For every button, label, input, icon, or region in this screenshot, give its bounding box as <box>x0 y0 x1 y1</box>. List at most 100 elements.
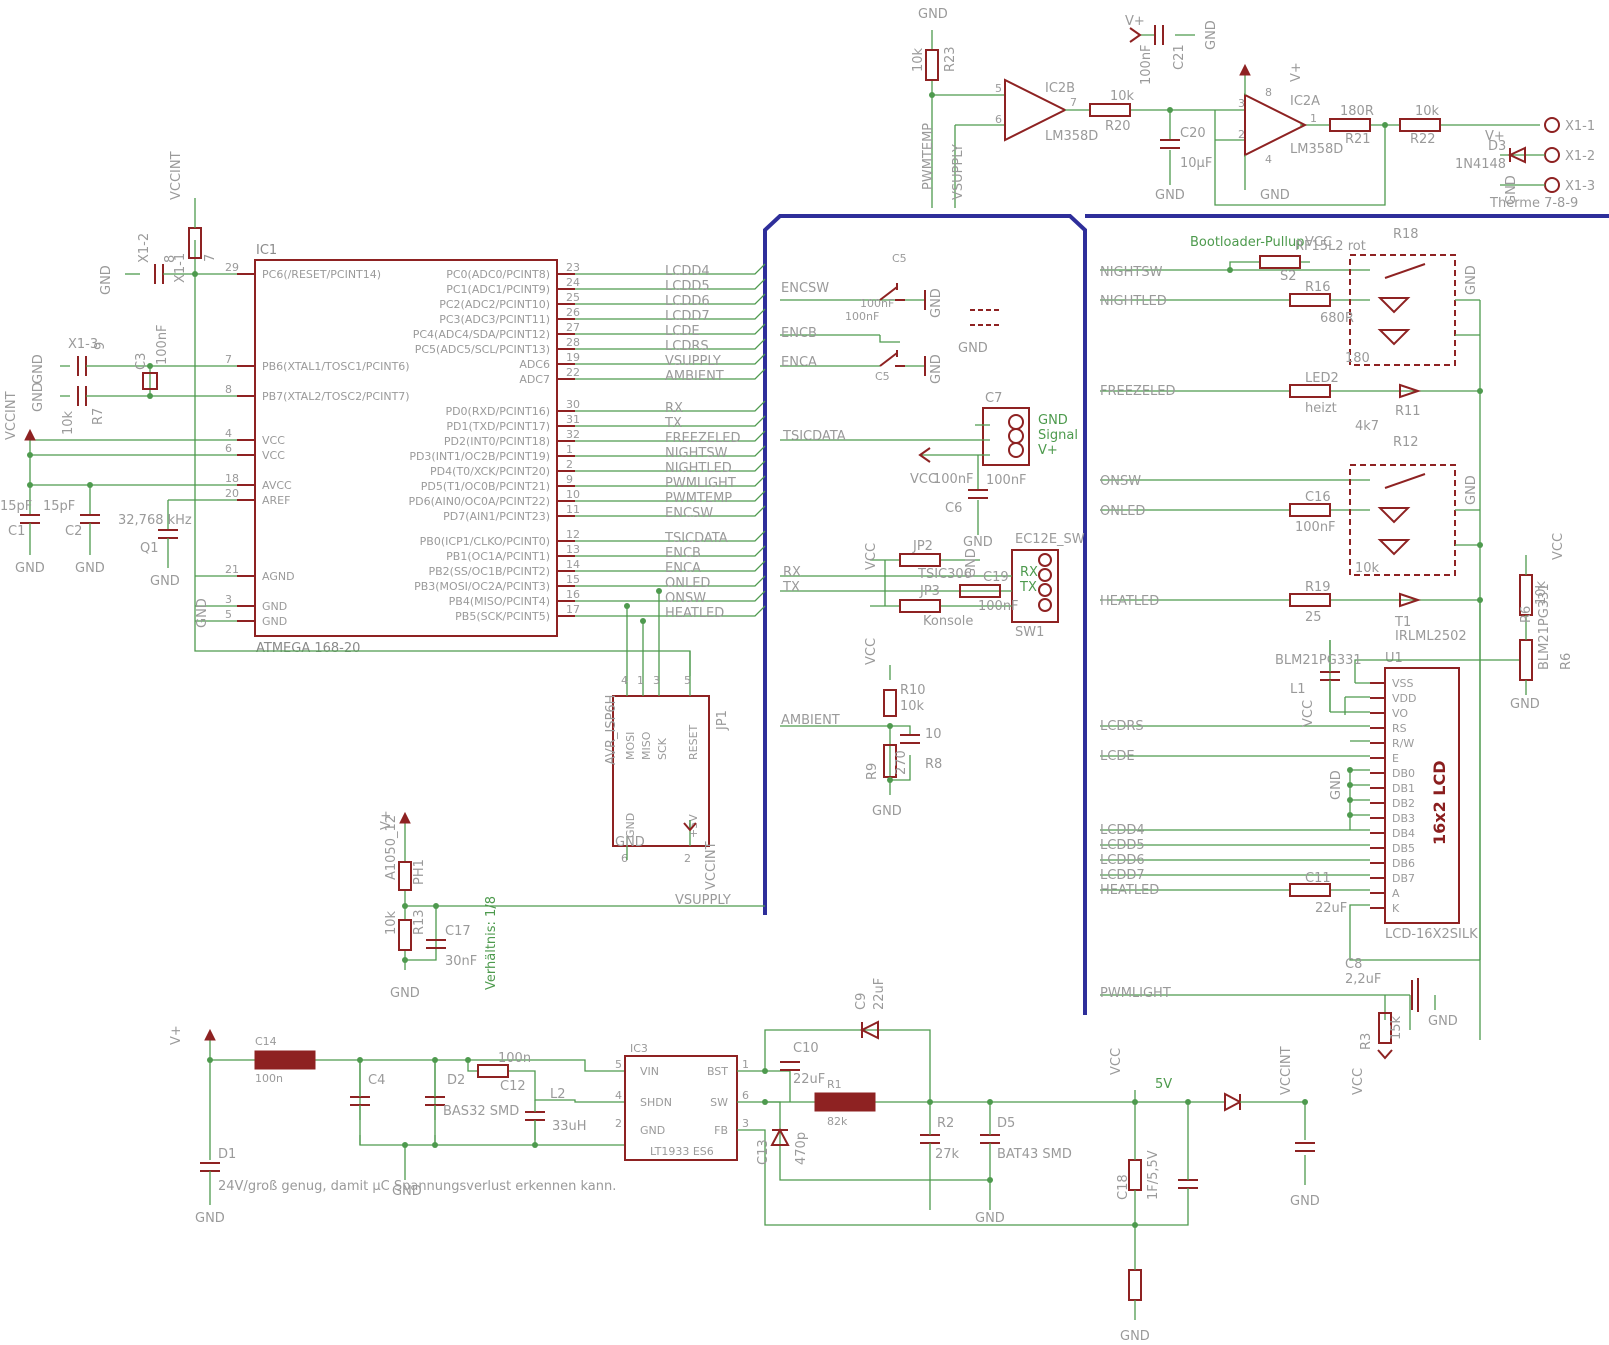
ic2b-pin5: 5 <box>995 82 1002 95</box>
r12-gnd-label: GND <box>1510 697 1540 712</box>
c3-ref: X1-2 <box>137 233 152 263</box>
r18-ref: R19 <box>1305 580 1331 595</box>
c21-ref: C21 <box>1172 44 1187 70</box>
mcu-right-pin-num: 14 <box>566 558 580 571</box>
bootloader-vcc-label: VCC <box>1305 235 1332 250</box>
mcu-net-label: NIGHTLED <box>665 461 732 476</box>
lcd-module: U1 LCD-16X2SILK 16x2 LCD VSSVDDVORSR/WED… <box>1100 533 1574 942</box>
x1-3-ref: X1-3 <box>1565 179 1595 194</box>
ic2b-ref: IC2B <box>1045 81 1075 96</box>
led1-ref: R11 <box>1395 404 1421 419</box>
c6-gnd-label: GND <box>150 574 180 589</box>
net-enca: ENCA <box>781 355 817 370</box>
r17-value: heizt <box>1305 401 1337 416</box>
led2-ref: T1 <box>1394 615 1411 630</box>
mcu-right-pin-num: 19 <box>566 351 580 364</box>
mcu-right-pin-num: 31 <box>566 413 580 426</box>
r4-ref: PH1 <box>412 859 427 885</box>
mcu-left-pin-num: 20 <box>225 487 239 500</box>
t1-value: 2,2uF <box>1345 972 1381 987</box>
console-tx-label: TX <box>1019 580 1037 595</box>
mcu-net-label: LCDRS <box>665 339 709 354</box>
q1-ref: C3 <box>134 353 149 370</box>
c8-ref: D2 <box>447 1073 465 1088</box>
net-encb: ENCB <box>781 326 817 341</box>
net-pwmtemp: PWMTEMP <box>921 123 936 190</box>
r11-ref: R6 <box>1519 606 1534 623</box>
c3-gnd-label: GND <box>99 265 114 295</box>
lcd-value: LCD-16X2SILK <box>1385 927 1478 942</box>
mcu-net-label: VSUPPLY <box>665 354 721 369</box>
mcu-net-wire <box>575 338 766 350</box>
mcu-net-label: LCDD4 <box>665 264 710 279</box>
mcu-left-pin-label: PB6(XTAL1/TOSC1/PCINT6) <box>262 360 410 373</box>
mcu-net-label: AMBIENT <box>665 369 724 384</box>
mcu-net-wire <box>575 575 766 587</box>
mcu-net-label: LCDD6 <box>665 294 710 309</box>
r1-value: 1F/5,5V <box>1146 1150 1161 1200</box>
c5-value: 15pF <box>0 499 32 514</box>
isp-value: AVR_ISP6H <box>604 695 619 765</box>
ph1-vcc-label: VCC <box>864 638 879 665</box>
c7-gnd-label: GND <box>75 561 105 576</box>
mcu-right-pin-num: 12 <box>566 528 580 541</box>
ic2a-value: LM358D <box>1290 142 1343 157</box>
mcu-left-pin-label: GND <box>262 600 287 613</box>
mcu-net-label: ENCSW <box>665 506 713 521</box>
c19-value: 100nF <box>933 472 974 487</box>
r21-value: 180R <box>1340 104 1374 119</box>
mcu-left-pin-label: PB7(XTAL2/TOSC2/PCINT7) <box>262 390 410 403</box>
therme-label: Therme 7-8-9 <box>1489 196 1578 211</box>
bootloader-note: Bootloader-Pullup <box>1190 235 1304 250</box>
r15-value: 680R <box>1320 311 1354 326</box>
isp-pin-5: 5 <box>684 674 691 687</box>
c21-value: 100nF <box>1139 44 1154 85</box>
isp-pin-2: 2 <box>684 852 691 865</box>
mcu-right-pin-label: PD6(AIN0/OC0A/PCINT22) <box>409 495 550 508</box>
isp-pin-4: 4 <box>621 674 628 687</box>
r3-value: 100n <box>498 1051 531 1066</box>
mcu-right-pin-num: 30 <box>566 398 580 411</box>
mcu-right-pin-num: 28 <box>566 336 580 349</box>
lcd-pin-label: A <box>1392 887 1400 900</box>
r2-gnd-label: GND <box>1120 1329 1150 1344</box>
signal-bus <box>763 214 1609 1015</box>
r6-ref: R3 <box>1359 1033 1374 1050</box>
r9-value: 100nF <box>978 599 1019 614</box>
enc-gnd-label: GND <box>958 341 988 356</box>
left-passives: GND X1-2 8 X1-1 7 VCCINT X1-3 9 R7 10k G… <box>0 151 218 628</box>
r18-value: 25 <box>1305 610 1322 625</box>
d1-value: 470p <box>794 1132 809 1165</box>
c16-vcc-label: VCC <box>1301 700 1316 727</box>
c1-ref: X1-3 <box>68 337 98 352</box>
c14-ref: L2 <box>550 1087 566 1102</box>
c20-ref: C20 <box>1180 126 1206 141</box>
lcd-pin-label: K <box>1392 902 1400 915</box>
sw1-ref-2: C5 <box>875 370 890 383</box>
r7-value: 7 <box>203 254 218 262</box>
r11-value: 10k <box>1534 580 1549 605</box>
mcu-right-pin-num: 10 <box>566 488 580 501</box>
c1-gnd-label: GND <box>31 354 46 384</box>
r22-ref: R22 <box>1410 132 1436 147</box>
mcu-right-pin-num: 22 <box>566 366 580 379</box>
lcd-pin-label: DB7 <box>1392 872 1415 885</box>
c6-value: 32,768 kHz <box>118 513 192 528</box>
mcu-right-pin-label: PB0(ICP1/CLKO/PCINT0) <box>420 535 550 548</box>
lcd-pin-label: RS <box>1392 722 1407 735</box>
r23-ref: R23 <box>943 46 958 72</box>
c1-value: 9 <box>93 342 108 350</box>
console-gnd-label: GND <box>964 548 979 578</box>
jp3-ref: SW1 <box>1015 625 1044 640</box>
c2-ref: R7 <box>91 408 106 425</box>
r8-value: Konsole <box>923 614 973 629</box>
c18-gnd-label: GND <box>1290 1194 1320 1209</box>
d1-ref: C13 <box>756 1139 771 1165</box>
mcu-right-pin-label: PB5(SCK/PCINT5) <box>455 610 550 623</box>
mcu-left-pin-label: VCC <box>262 449 285 462</box>
mcu-right-pin-label: PC1(ADC1/PCINT9) <box>446 283 550 296</box>
mcu-right-pin-num: 24 <box>566 276 580 289</box>
mcu-left-pin-num: 7 <box>225 353 232 366</box>
d3-ref: D3 <box>1488 139 1506 154</box>
ic2a-gnd-label: GND <box>1260 188 1290 203</box>
